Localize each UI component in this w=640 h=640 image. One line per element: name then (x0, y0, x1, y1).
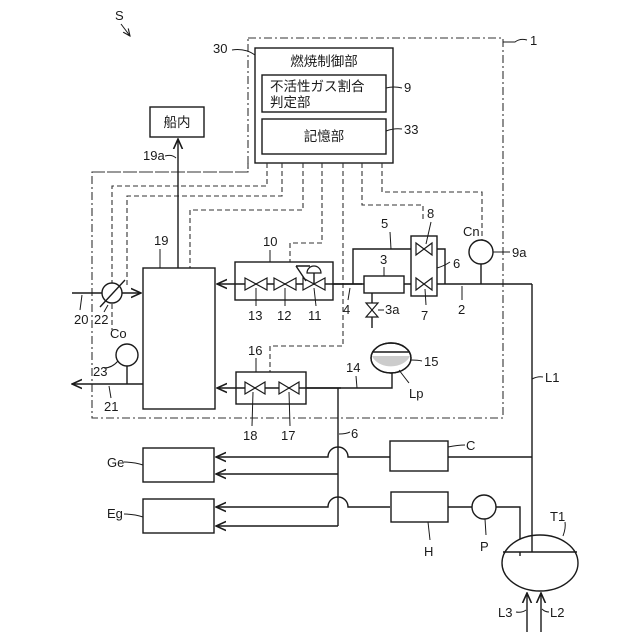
drain-valve-3a[interactable] (366, 303, 378, 317)
air-line-ref: 20 (74, 312, 88, 327)
generator-engine (143, 448, 214, 482)
tank-t1 (502, 535, 578, 591)
gen-engine-ref: Ge (107, 455, 124, 470)
leader-21 (109, 386, 111, 398)
inert-gas-line2: 判定部 (270, 95, 311, 111)
valve-box-ref: 6 (453, 256, 460, 271)
leader-p (485, 519, 486, 535)
cn-sensor (469, 240, 493, 264)
leader-20 (80, 295, 82, 310)
pilot-line-ref: 14 (346, 360, 360, 375)
heater-h (391, 492, 448, 522)
pump-ref: P (480, 539, 489, 554)
line-2-ref: 2 (458, 302, 465, 317)
valve-8-ref: 8 (427, 206, 434, 221)
heater-ref: H (424, 544, 433, 559)
leader-5 (390, 232, 391, 249)
leader-19a (165, 155, 176, 158)
leader-h (428, 522, 430, 540)
leader-4 (348, 288, 350, 300)
separator-3 (364, 276, 404, 293)
valve-18-ref: 18 (243, 428, 257, 443)
leader-22 (104, 305, 108, 312)
fuel-line-to-eg (216, 497, 390, 507)
valve-13-ref: 13 (248, 308, 262, 323)
co-sensor-ref: 23 (93, 364, 107, 379)
valve-7-ref: 7 (421, 308, 428, 323)
line-l2-ref: L2 (550, 605, 564, 620)
leader-lp (399, 370, 409, 383)
burner-19 (143, 268, 215, 409)
branch-line-ref: 6 (351, 426, 358, 441)
storage-ref: 33 (404, 122, 418, 137)
signal-line-valve10 (290, 163, 322, 262)
leader-6-valvebox (437, 262, 450, 268)
compressor-c (390, 441, 448, 471)
pilot-liquid-ref: Lp (409, 386, 423, 401)
system-ref: 1 (530, 33, 537, 48)
valve-box-6 (411, 236, 437, 296)
valve-12-ref: 12 (277, 308, 291, 323)
cn-sensor-ref: 9a (512, 245, 527, 260)
signal-line-burner (190, 163, 303, 268)
co-sensor-label: Co (110, 326, 127, 341)
inert-gas-ref: 9 (404, 80, 411, 95)
tank-ref: T1 (550, 509, 565, 524)
leader-1 (503, 39, 527, 42)
bypass-ref: 5 (381, 216, 388, 231)
leader-9 (386, 87, 402, 88)
line-4-ref: 4 (343, 302, 350, 317)
controller-ref: 30 (213, 41, 227, 56)
leader-l2 (542, 609, 549, 612)
vent-ref: 19a (143, 148, 165, 163)
co-sensor (116, 344, 138, 366)
pilot-tank-ref: 15 (424, 354, 438, 369)
system-arrow (121, 24, 130, 36)
valve-unit-16-ref: 16 (248, 343, 262, 358)
signal-line-a (92, 163, 248, 172)
line-l3-ref: L3 (498, 605, 512, 620)
leader-t1 (563, 522, 565, 536)
main-engine (143, 499, 214, 533)
main-engine-ref: Eg (107, 506, 123, 521)
compressor-ref: C (466, 438, 475, 453)
leader-15 (411, 360, 422, 361)
leader-14 (356, 376, 357, 388)
valve-11-ref: 11 (308, 308, 322, 323)
leader-l1 (532, 377, 543, 379)
leader-ge (124, 462, 143, 465)
valve-unit-10-ref: 10 (263, 234, 277, 249)
system-label: S (115, 8, 124, 23)
controller-title: 燃焼制御部 (290, 53, 358, 70)
cn-sensor-label: Cn (463, 224, 480, 239)
valve-17-ref: 17 (281, 428, 295, 443)
leader-30 (232, 50, 255, 55)
line-l1-ref: L1 (545, 370, 559, 385)
leader-eg (124, 514, 143, 517)
damper-ref: 22 (94, 312, 108, 327)
leader-l3 (516, 610, 526, 612)
gas-line-to-ge (216, 447, 390, 457)
leader-6-branch (339, 432, 350, 434)
storage-label: 記憶部 (304, 128, 345, 145)
burner-ref: 19 (154, 233, 168, 248)
exhaust-ref: 21 (104, 399, 118, 414)
pump-p (472, 495, 496, 519)
leader-c (448, 445, 465, 447)
drain-valve-ref: 3a (385, 302, 400, 317)
ship-interior-label: 船内 (164, 115, 191, 131)
inert-gas-line1: 不活性ガス割合 (270, 78, 365, 95)
separator-ref: 3 (380, 252, 387, 267)
